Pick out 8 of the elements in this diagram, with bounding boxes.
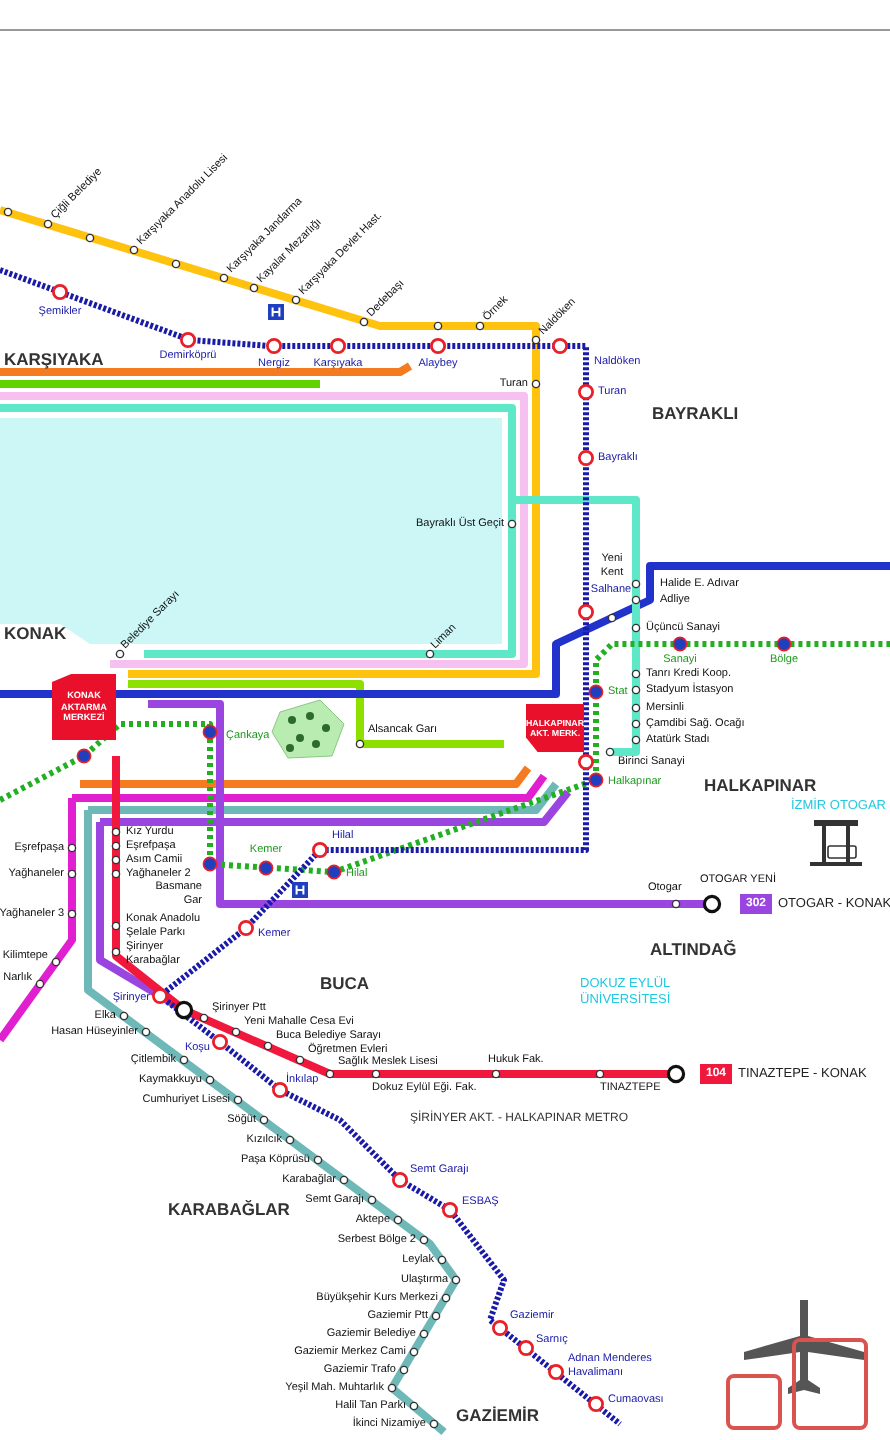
district-label: KARŞIYAKA <box>4 350 104 370</box>
district-label: KARABAĞLAR <box>168 1200 290 1220</box>
district-label: BAYRAKLI <box>652 404 739 424</box>
district-label: BUCA <box>320 974 370 994</box>
district-label: KONAK <box>4 624 67 644</box>
district-label: GAZİEMİR <box>456 1406 540 1426</box>
district-label: ALTINDAĞ <box>650 940 737 960</box>
district-label: HALKAPINAR <box>704 776 817 796</box>
